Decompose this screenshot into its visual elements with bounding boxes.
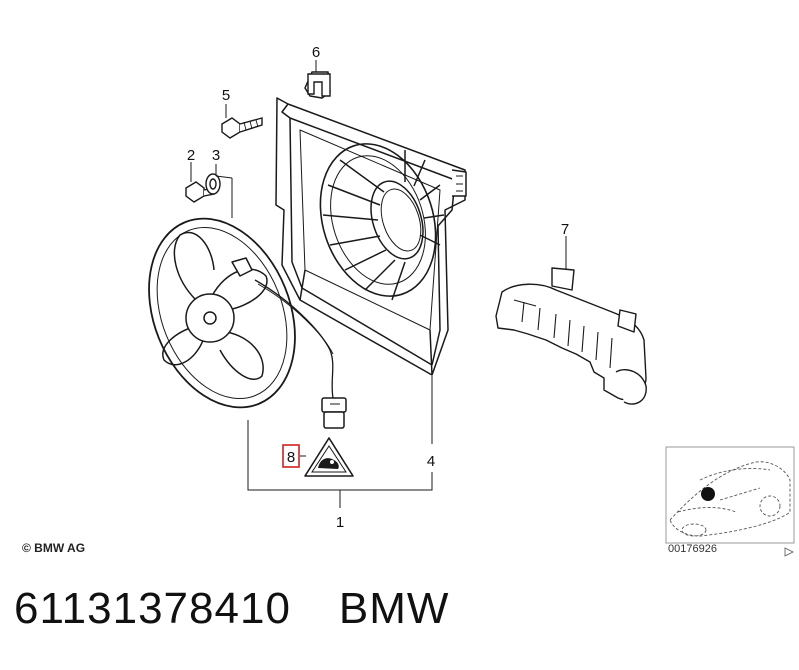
fan-shroud [275, 71, 467, 376]
callout-5: 5 [222, 87, 230, 104]
callout-1: 1 [336, 514, 344, 531]
fan-warning-triangle-icon [304, 437, 354, 477]
part-number: 61131378410 [14, 584, 291, 633]
leader-lines [190, 60, 567, 508]
car-location-thumbnail-icon [665, 446, 795, 557]
copyright-text: © BMW AG [22, 541, 86, 555]
bolt-part-5 [221, 117, 263, 139]
callout-8: 8 [287, 449, 295, 466]
clip-part-6 [307, 73, 331, 97]
callout-3: 3 [212, 147, 220, 164]
callout-2: 2 [187, 147, 195, 164]
air-duct-part-7 [495, 267, 647, 405]
brand-name: BMW [338, 584, 450, 633]
bolt-part-2 [185, 181, 215, 203]
callout-7: 7 [561, 221, 569, 238]
callout-4: 4 [427, 453, 435, 470]
washer-part-3 [205, 173, 221, 195]
diagram-reference-number: 00176926 [668, 543, 717, 555]
caption: 61131378410 BMW [14, 584, 449, 634]
callout-6: 6 [312, 44, 320, 61]
callout-8-highlight-box [282, 444, 300, 468]
fan-blade-assembly [148, 217, 347, 429]
